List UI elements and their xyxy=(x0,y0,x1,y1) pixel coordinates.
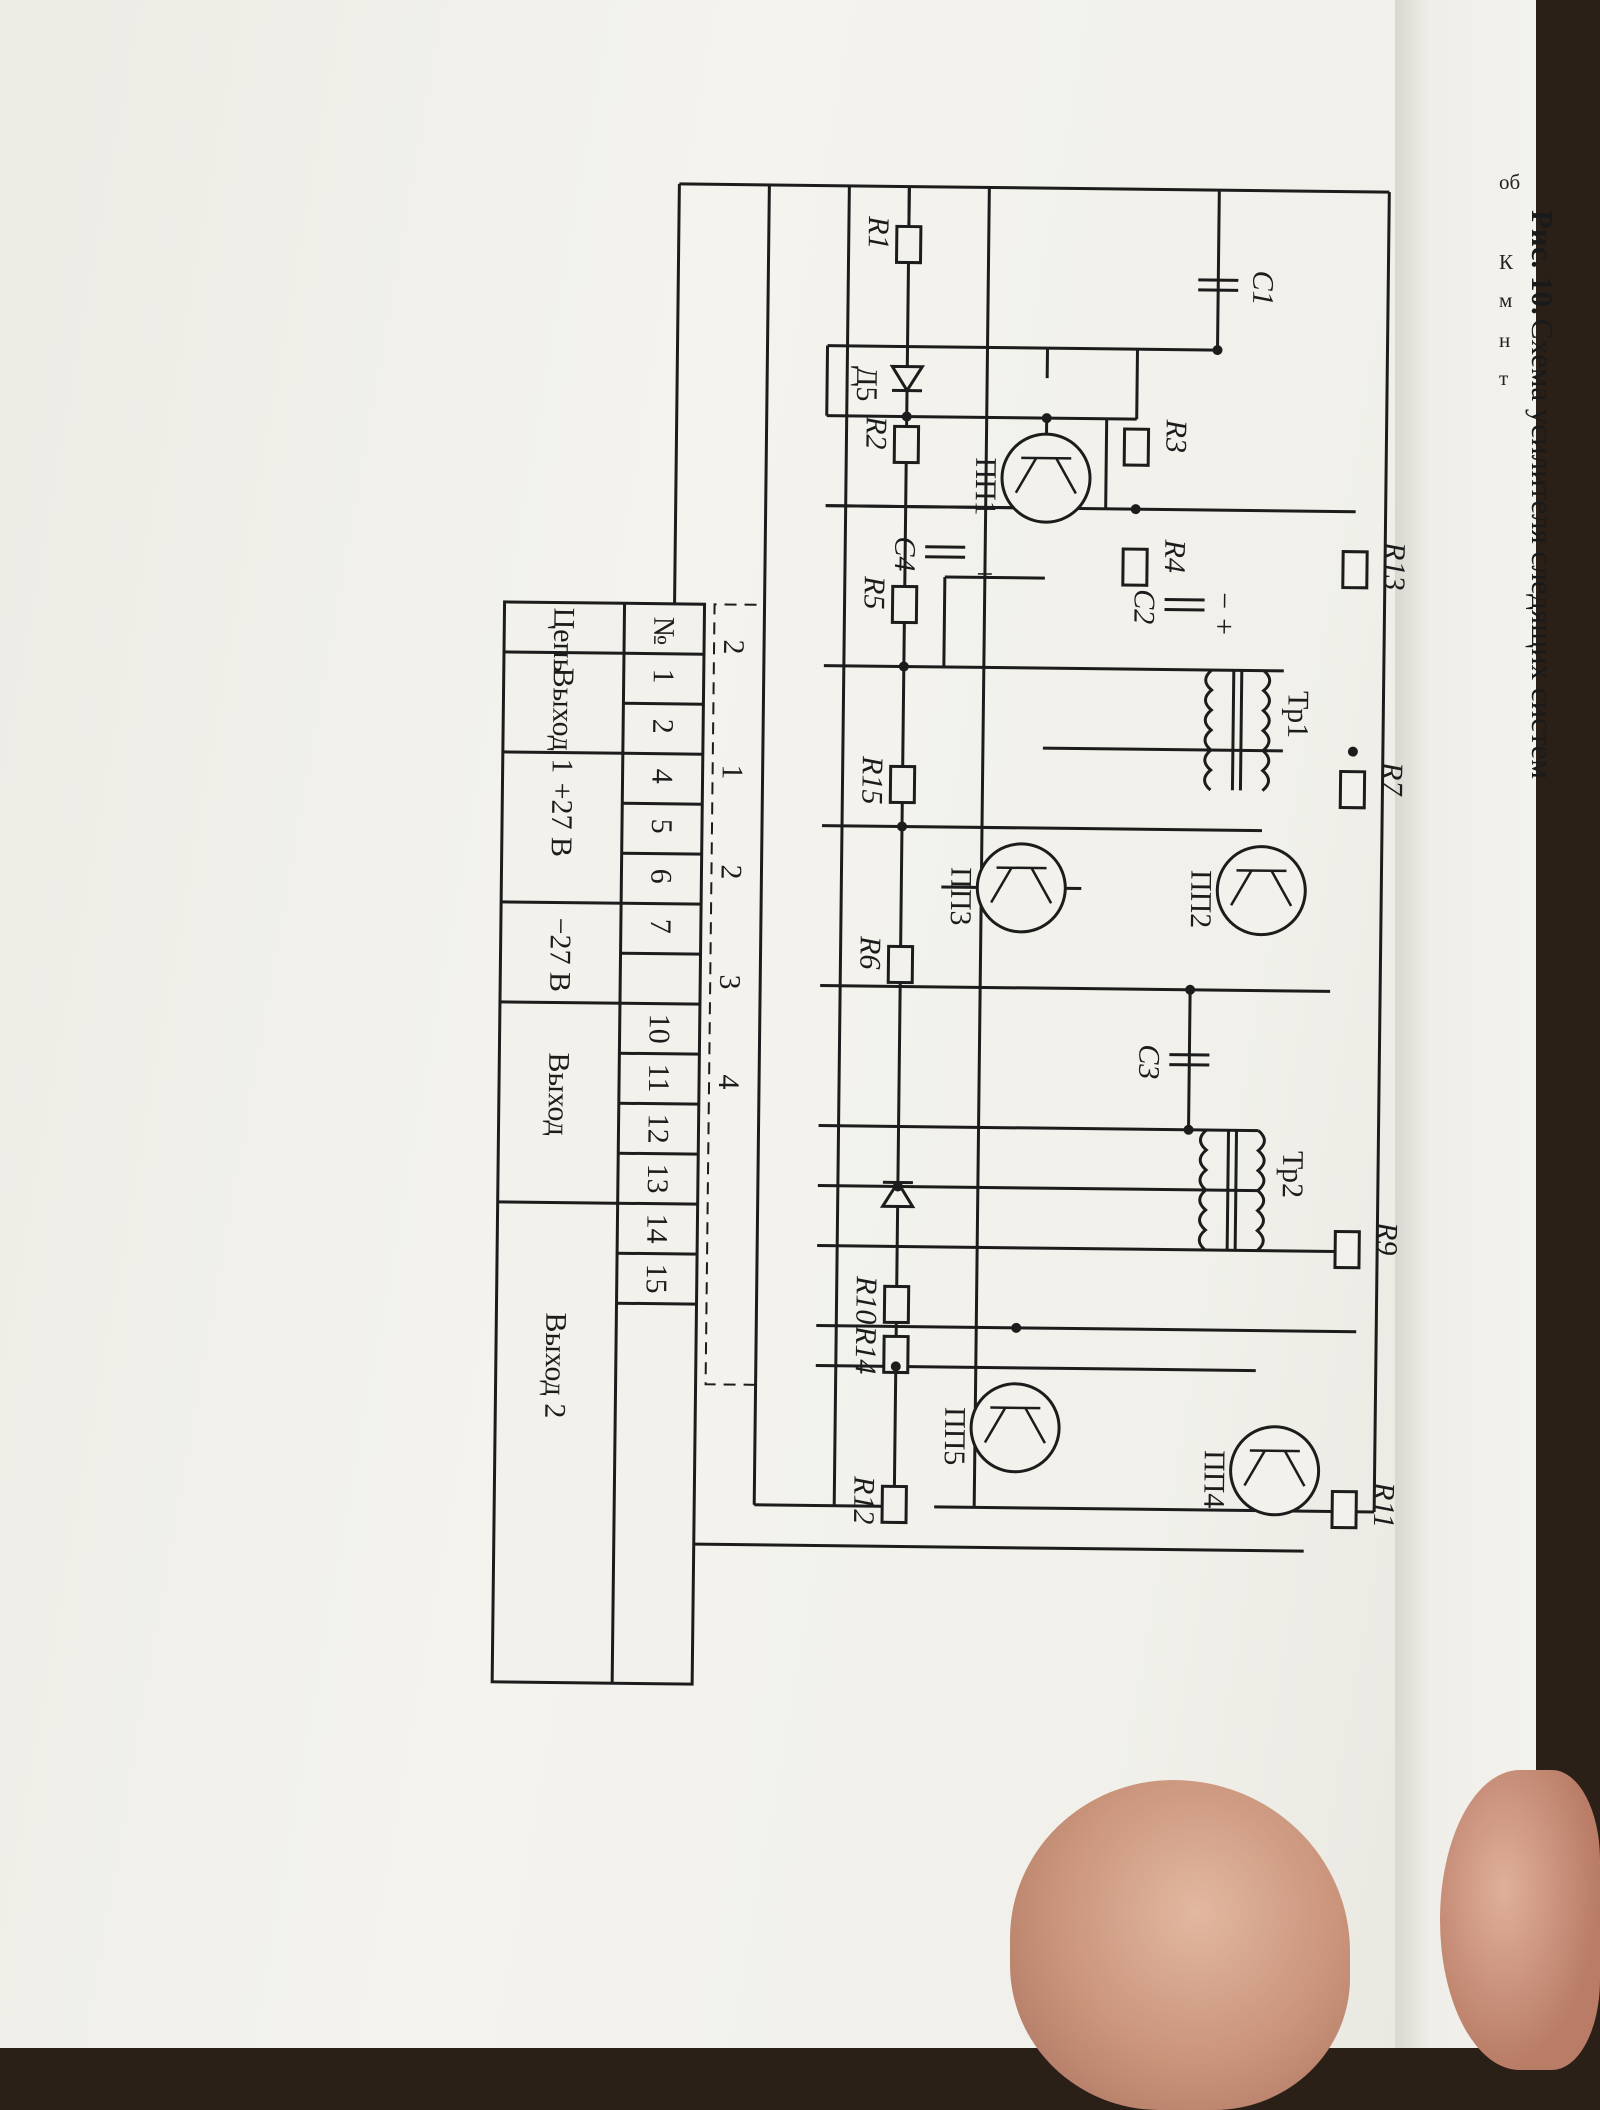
connector-label: 3 xyxy=(713,974,746,989)
terminal-group-output: Выход xyxy=(541,1052,575,1136)
label-tr2: Тр2 xyxy=(1276,1151,1310,1199)
resistor-r12 xyxy=(882,1486,906,1522)
resistor-r9 xyxy=(1335,1231,1359,1267)
photo-background: об К м н т xyxy=(0,0,1536,2048)
transistor-pp2 xyxy=(1217,846,1306,935)
polarity-c4-plus: + xyxy=(968,565,1001,582)
terminal-pin: 14 xyxy=(640,1213,673,1243)
facing-page-text: К xyxy=(1499,250,1513,275)
transistor-pp3 xyxy=(977,843,1066,932)
diode-d5 xyxy=(892,366,922,390)
resistor-r10 xyxy=(884,1286,908,1322)
resistor-r1 xyxy=(896,226,920,262)
polarity-c2-minus: − xyxy=(1208,592,1241,609)
connector-labels: 2 1 2 3 4 xyxy=(712,639,750,1089)
terminal-pin: 12 xyxy=(641,1114,674,1144)
label-r14: R14 xyxy=(849,1325,883,1375)
label-r6: R6 xyxy=(853,935,886,970)
capacitor-c4 xyxy=(925,547,965,557)
label-r3: R3 xyxy=(1159,418,1192,453)
label-pp4: ПП4 xyxy=(1197,1450,1231,1509)
resistor-r4 xyxy=(1123,549,1147,585)
label-pp1: ПП1 xyxy=(969,457,1003,516)
resistor-r3 xyxy=(1124,429,1148,465)
thumb xyxy=(1440,1770,1600,2070)
terminal-group-output1: Выход 1 xyxy=(546,667,580,773)
terminal-pin: 2 xyxy=(646,719,679,734)
caption-text: Схема усилителя следящих систем xyxy=(1525,319,1560,779)
terminal-pin: 4 xyxy=(645,769,678,784)
terminal-pin: 10 xyxy=(643,1014,676,1044)
label-c4: C4 xyxy=(888,536,921,571)
resistor-r15 xyxy=(890,766,914,802)
label-pp2: ПП2 xyxy=(1184,870,1218,929)
transistor-pp5 xyxy=(971,1383,1060,1472)
connector-label: 2 xyxy=(714,864,747,879)
label-tr1: Тр1 xyxy=(1281,691,1315,739)
label-r2: R2 xyxy=(859,415,892,450)
component-labels: R1 R2 R3 R4 R5 R6 R7 R9 R10 R11 R12 R13 … xyxy=(837,215,1415,1531)
terminal-pin: 1 xyxy=(647,669,680,684)
connector-label: 2 xyxy=(717,639,750,654)
label-pp5: ПП5 xyxy=(938,1407,972,1466)
label-r11: R11 xyxy=(1367,1481,1401,1528)
polarity-c4-minus: − xyxy=(968,539,1001,556)
label-r12: R12 xyxy=(847,1475,881,1525)
capacitor-c2 xyxy=(1165,600,1205,610)
rotated-figure: R1 R2 R3 R4 R5 R6 R7 R9 R10 R11 R12 R13 … xyxy=(452,122,1470,1693)
facing-page-text: н xyxy=(1499,328,1510,353)
transformer-tr1 xyxy=(1204,670,1269,791)
caption-label: Рис. 10. xyxy=(1525,210,1560,315)
label-r1: R1 xyxy=(862,215,895,250)
terminal-pin: 5 xyxy=(645,819,678,834)
label-r15: R15 xyxy=(855,755,889,805)
resistor-r6 xyxy=(888,946,912,982)
terminal-group-output2: Выход 2 xyxy=(538,1312,572,1418)
facing-page-text: м xyxy=(1499,288,1512,313)
label-c2: C2 xyxy=(1127,589,1160,624)
amplifier-schematic: R1 R2 R3 R4 R5 R6 R7 R9 R10 R11 R12 R13 … xyxy=(452,122,1470,1693)
terminal-pin: 15 xyxy=(640,1263,673,1293)
terminal-pin: 6 xyxy=(644,869,677,884)
label-r10: R10 xyxy=(849,1275,883,1325)
label-r4: R4 xyxy=(1158,538,1191,573)
connector-label: 1 xyxy=(716,764,749,779)
terminal-group-plus27: +27 В xyxy=(545,782,579,857)
connector-label: 4 xyxy=(712,1074,745,1089)
terminal-circuit-header: Цепь xyxy=(547,607,581,672)
terminal-number-header: № xyxy=(647,617,680,646)
figure-caption: Рис. 10. Схема усилителя следящих систем xyxy=(1524,210,1560,779)
resistor-r13 xyxy=(1343,552,1367,588)
resistor-r5 xyxy=(892,586,916,622)
terminal-pin: 11 xyxy=(642,1064,675,1093)
transistor-pp1 xyxy=(1002,434,1091,523)
label-c3: C3 xyxy=(1132,1044,1165,1079)
label-r13: R13 xyxy=(1378,541,1412,591)
terminal-pin: 13 xyxy=(641,1164,674,1194)
label-c1: C1 xyxy=(1246,270,1279,305)
label-r5: R5 xyxy=(858,575,891,610)
facing-page-text: т xyxy=(1499,366,1508,391)
label-r7: R7 xyxy=(1375,761,1408,798)
label-pp3: ПП3 xyxy=(944,867,978,926)
resistor-r11 xyxy=(1332,1491,1356,1527)
label-r9: R9 xyxy=(1370,1221,1403,1256)
facing-page-text: об xyxy=(1499,170,1520,195)
terminal-group-minus27: −27 В xyxy=(543,917,577,992)
polarity-c2-plus: + xyxy=(1207,618,1240,635)
resistor-r7 xyxy=(1340,772,1364,808)
transformers xyxy=(1199,670,1270,1251)
transistor-pp4 xyxy=(1230,1426,1319,1515)
terminal-pin: 7 xyxy=(644,919,677,934)
resistor-r2 xyxy=(894,426,918,462)
label-d5: Д5 xyxy=(850,366,883,402)
